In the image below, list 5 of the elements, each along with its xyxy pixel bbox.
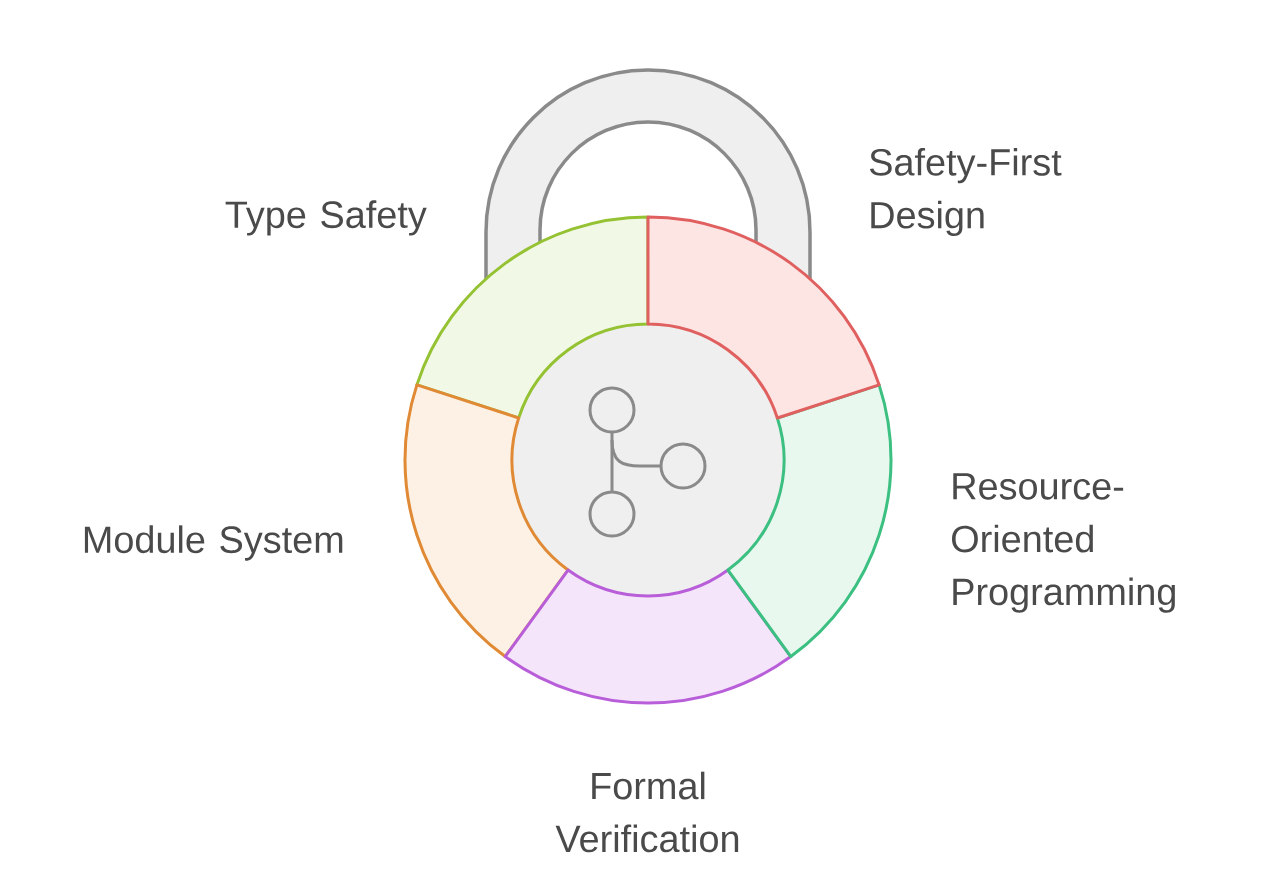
segment-label: Safety-First Design	[869, 147, 1062, 237]
segment-label: Formal Verification	[555, 771, 739, 853]
segment-label: Type Safety	[225, 200, 427, 236]
segment-label: Resource-Oriented Programming	[952, 473, 1175, 613]
segment-label: Module System	[84, 525, 343, 561]
